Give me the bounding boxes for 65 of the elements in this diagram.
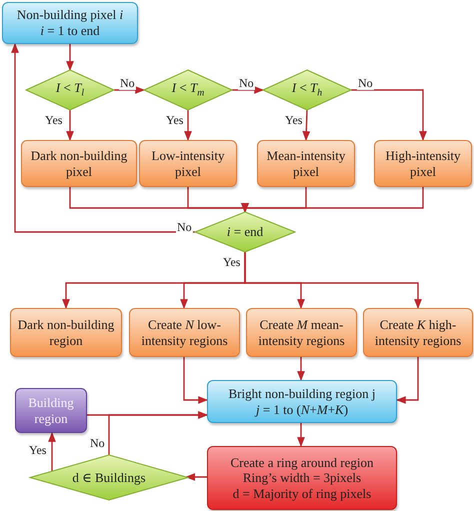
arrow bbox=[244, 252, 422, 309]
edge-label: No bbox=[119, 77, 136, 90]
decision-diamond bbox=[144, 70, 232, 110]
arrow bbox=[108, 411, 208, 455]
arrow bbox=[184, 110, 192, 141]
process-box bbox=[139, 140, 237, 187]
node-text: Dark non-building pixel bbox=[30, 148, 128, 180]
edge-label: No bbox=[357, 77, 374, 90]
arrow bbox=[302, 110, 310, 141]
process-box bbox=[207, 380, 397, 423]
edge-label: No bbox=[89, 437, 106, 450]
node-text: Non-building pixel i bbox=[16, 7, 124, 23]
node-text: High-intensity pixel bbox=[384, 148, 462, 180]
process-box bbox=[10, 308, 122, 357]
edge-label: No bbox=[176, 221, 193, 234]
arrow bbox=[241, 187, 424, 213]
node-text: i = 1 to end bbox=[40, 23, 100, 39]
process-box bbox=[374, 140, 472, 187]
edge-label: Yes bbox=[44, 114, 64, 128]
arrow bbox=[297, 357, 305, 381]
decision-diamond bbox=[26, 70, 114, 110]
process-box bbox=[246, 308, 357, 357]
arrow bbox=[11, 43, 195, 233]
node-text: Mean-intensity pixel bbox=[266, 148, 346, 180]
node-text: I < T$_{l}$ bbox=[56, 80, 84, 100]
node-text: j = 1 to (N+M+K) bbox=[256, 402, 348, 418]
arrow bbox=[351, 89, 427, 141]
edge-label: Yes bbox=[165, 114, 184, 128]
process-box bbox=[129, 308, 240, 357]
process-box bbox=[15, 388, 87, 433]
process-box bbox=[21, 140, 137, 187]
node-text: Create a ring around region bbox=[230, 454, 374, 470]
arrow bbox=[66, 44, 74, 71]
arrow bbox=[183, 357, 208, 404]
arrow bbox=[66, 110, 74, 141]
decision-diamond bbox=[30, 455, 188, 500]
node-text: d ∈ Buildings bbox=[72, 470, 146, 486]
process-box bbox=[257, 140, 355, 187]
node-text: i = end bbox=[226, 224, 264, 240]
node-text: Building region bbox=[27, 394, 75, 426]
process-box bbox=[363, 308, 473, 357]
process-box bbox=[2, 2, 138, 44]
arrow bbox=[396, 357, 419, 404]
decision-diamond bbox=[195, 212, 295, 252]
node-text: Create N low-intensity regions bbox=[140, 316, 229, 348]
process-box bbox=[207, 446, 397, 510]
edge-label: Yes bbox=[28, 444, 48, 458]
arrow bbox=[48, 432, 56, 472]
arrow bbox=[185, 473, 207, 481]
node-text: Dark non-building region bbox=[16, 316, 116, 348]
edge-label: Yes bbox=[284, 114, 304, 128]
arrow bbox=[232, 86, 264, 94]
arrow bbox=[114, 86, 145, 94]
node-text: Ring’s width = 3pixels bbox=[242, 470, 362, 486]
node-text: d = Majority of ring pixels bbox=[232, 486, 372, 502]
node-text: I < T$_{h}$ bbox=[292, 80, 322, 100]
node-text: Create K high-intensity regions bbox=[374, 316, 462, 348]
node-text: Create M mean-intensity regions bbox=[257, 316, 346, 348]
arrow bbox=[297, 423, 305, 447]
node-text: I < T$_{m}$ bbox=[172, 80, 204, 100]
decision-diamond bbox=[263, 70, 351, 110]
node-text: Bright non-building region j bbox=[228, 386, 376, 402]
node-text: Low-intensity pixel bbox=[150, 148, 226, 180]
edge-label: Yes bbox=[222, 256, 242, 270]
edge-label: No bbox=[238, 77, 255, 90]
